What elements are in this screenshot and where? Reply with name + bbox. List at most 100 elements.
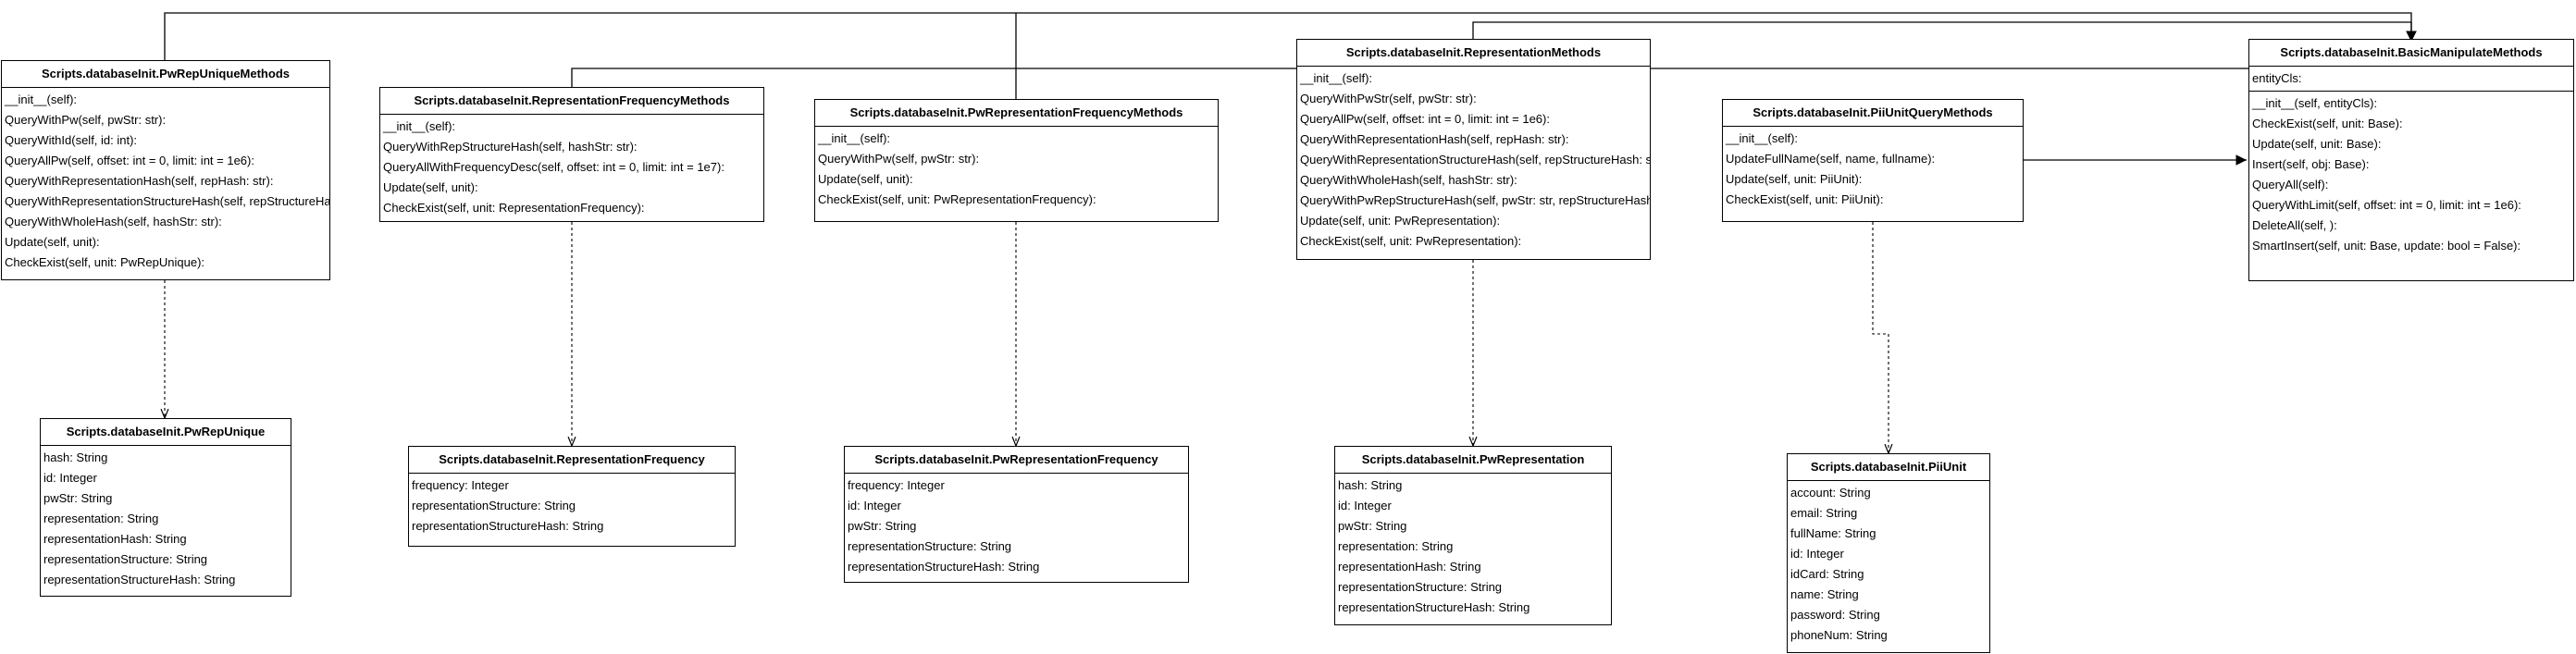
methods-section: __init__(self): QueryWithPwStr(self, pwS… [1297, 67, 1650, 253]
class-box-pwrepresentationfrequencymethods[interactable]: Scripts.databaseInit.PwRepresentationFre… [814, 99, 1219, 222]
method-row: CheckExist(self, unit: Base): [2252, 117, 2403, 130]
method-row: Update(self, unit): [818, 172, 913, 186]
attribute-row: account: String [1790, 486, 1871, 500]
method-row: CheckExist(self, unit: PwRepUnique): [5, 255, 205, 269]
class-box-representationmethods[interactable]: Scripts.databaseInit.RepresentationMetho… [1296, 39, 1651, 260]
attributes-section: account: String email: String fullName: … [1788, 481, 1989, 648]
edge-pwrepuniquemethods-to-basicmanipulate [164, 12, 2417, 60]
class-box-pwrepresentation[interactable]: Scripts.databaseInit.PwRepresentation ha… [1334, 446, 1612, 625]
class-title: Scripts.databaseInit.RepresentationFrequ… [409, 447, 735, 474]
method-row: QueryWithLimit(self, offset: int = 0, li… [2252, 198, 2521, 212]
method-row: Update(self, unit: PiiUnit): [1726, 172, 1863, 186]
method-row: CheckExist(self, unit: RepresentationFre… [383, 201, 645, 215]
method-row: QueryWithId(self, id: int): [5, 133, 138, 147]
attribute-row: pwStr: String [848, 519, 917, 533]
attributes-section: frequency: Integer representationStructu… [409, 474, 735, 538]
class-title: Scripts.databaseInit.PiiUnit [1788, 454, 1989, 481]
attribute-row: representationStructureHash: String [1338, 600, 1530, 614]
attribute-row: representationStructure: String [412, 499, 576, 512]
method-row: __init__(self): [1300, 71, 1373, 85]
method-row: Update(self, unit: Base): [2252, 137, 2382, 151]
method-row: QueryWithPw(self, pwStr: str): [5, 113, 167, 127]
attribute-row: representationStructure: String [43, 552, 208, 566]
method-row: QueryWithRepresentationHash(self, repHas… [1300, 132, 1569, 146]
method-row: QueryWithRepresentationStructureHash(sel… [5, 194, 330, 208]
attribute-row: idCard: String [1790, 567, 1864, 581]
methods-section: __init__(self): QueryWithPw(self, pwStr:… [2, 88, 329, 275]
method-row: CheckExist(self, unit: PiiUnit): [1726, 192, 1884, 206]
method-row: __init__(self): [1726, 131, 1799, 145]
class-box-representationfrequencymethods[interactable]: Scripts.databaseInit.RepresentationFrequ… [379, 87, 764, 222]
class-title: Scripts.databaseInit.RepresentationFrequ… [380, 88, 763, 115]
attribute-row: id: Integer [848, 499, 901, 512]
class-title: Scripts.databaseInit.PwRepresentation [1335, 447, 1611, 474]
method-row: Update(self, unit): [5, 235, 100, 249]
class-box-piiunitquerymethods[interactable]: Scripts.databaseInit.PiiUnitQueryMethods… [1722, 99, 2024, 222]
attribute-row: representationStructure: String [1338, 580, 1503, 594]
class-title: Scripts.databaseInit.RepresentationMetho… [1297, 40, 1650, 67]
attribute-row: hash: String [43, 450, 108, 464]
method-row: QueryWithWholeHash(self, hashStr: str): [1300, 173, 1517, 187]
methods-section: __init__(self): QueryWithRepStructureHas… [380, 115, 763, 220]
attributes-section: entityCls: [2249, 67, 2573, 92]
attribute-row: pwStr: String [43, 491, 113, 505]
method-row: QueryWithRepresentationStructureHash(sel… [1300, 153, 1651, 167]
method-row: __init__(self): [383, 119, 456, 133]
class-box-representationfrequency[interactable]: Scripts.databaseInit.RepresentationFrequ… [408, 446, 736, 547]
attribute-row: phoneNum: String [1790, 628, 1888, 642]
edge-piiunitquerymethods-to-piiunit [1872, 222, 1889, 453]
attribute-row: id: Integer [43, 471, 97, 485]
method-row: Update(self, unit: PwRepresentation): [1300, 214, 1501, 228]
attribute-row: representationStructureHash: String [848, 560, 1040, 574]
method-row: QueryAllWithFrequencyDesc(self, offset: … [383, 160, 724, 174]
class-title: Scripts.databaseInit.PwRepresentationFre… [815, 100, 1218, 127]
attribute-row: hash: String [1338, 478, 1403, 492]
attribute-row: frequency: Integer [412, 478, 509, 492]
class-title: Scripts.databaseInit.PwRepresentationFre… [845, 447, 1188, 474]
method-row: QueryWithRepStructureHash(self, hashStr:… [383, 140, 638, 154]
attribute-row: entityCls: [2252, 71, 2302, 85]
method-row: __init__(self): [5, 93, 78, 106]
attribute-row: password: String [1790, 608, 1880, 622]
attribute-row: representationStructure: String [848, 539, 1012, 553]
method-row: QueryAllPw(self, offset: int = 0, limit:… [5, 154, 254, 167]
method-row: Insert(self, obj: Base): [2252, 157, 2370, 171]
method-row: CheckExist(self, unit: PwRepresentationF… [818, 192, 1096, 206]
method-row: QueryAll(self): [2252, 178, 2329, 191]
class-box-pwrepresentationfrequency[interactable]: Scripts.databaseInit.PwRepresentationFre… [844, 446, 1189, 583]
class-title: Scripts.databaseInit.BasicManipulateMeth… [2249, 40, 2573, 67]
method-row: QueryWithPwRepStructureHash(self, pwStr:… [1300, 193, 1651, 207]
methods-section: __init__(self): QueryWithPw(self, pwStr:… [815, 127, 1218, 212]
method-row: DeleteAll(self, ): [2252, 218, 2337, 232]
method-row: QueryWithRepresentationHash(self, repHas… [5, 174, 274, 188]
class-box-piiunit[interactable]: Scripts.databaseInit.PiiUnit account: St… [1787, 453, 1990, 653]
attributes-section: frequency: Integer id: Integer pwStr: St… [845, 474, 1188, 579]
method-row: QueryAllPw(self, offset: int = 0, limit:… [1300, 112, 1550, 126]
attribute-row: representation: String [1338, 539, 1454, 553]
attributes-section: hash: String id: Integer pwStr: String r… [1335, 474, 1611, 620]
class-box-pwrepuniquemethods[interactable]: Scripts.databaseInit.PwRepUniqueMethods … [1, 60, 330, 280]
attribute-row: representationStructureHash: String [412, 519, 604, 533]
method-row: QueryWithWholeHash(self, hashStr: str): [5, 215, 222, 228]
attribute-row: pwStr: String [1338, 519, 1407, 533]
attribute-row: fullName: String [1790, 526, 1876, 540]
method-row: __init__(self): [818, 131, 891, 145]
method-row: UpdateFullName(self, name, fullname): [1726, 152, 1936, 166]
attribute-row: frequency: Integer [848, 478, 945, 492]
attribute-row: id: Integer [1790, 547, 1844, 561]
method-row: SmartInsert(self, unit: Base, update: bo… [2252, 239, 2521, 253]
methods-section: __init__(self, entityCls): CheckExist(se… [2249, 92, 2573, 258]
method-row: QueryWithPw(self, pwStr: str): [818, 152, 980, 166]
method-row: QueryWithPwStr(self, pwStr: str): [1300, 92, 1477, 105]
attribute-row: representationHash: String [43, 532, 187, 546]
attribute-row: name: String [1790, 587, 1859, 601]
method-row: Update(self, unit): [383, 180, 478, 194]
class-title: Scripts.databaseInit.PwRepUnique [41, 419, 291, 446]
class-box-basicmanipulatemethods[interactable]: Scripts.databaseInit.BasicManipulateMeth… [2248, 39, 2574, 281]
method-row: CheckExist(self, unit: PwRepresentation)… [1300, 234, 1522, 248]
edge-representationmethods-to-basicmanipulate [1472, 21, 2417, 42]
class-box-pwrepunique[interactable]: Scripts.databaseInit.PwRepUnique hash: S… [40, 418, 291, 597]
class-title: Scripts.databaseInit.PwRepUniqueMethods [2, 61, 329, 88]
attribute-row: id: Integer [1338, 499, 1392, 512]
attribute-row: representationStructureHash: String [43, 573, 236, 586]
